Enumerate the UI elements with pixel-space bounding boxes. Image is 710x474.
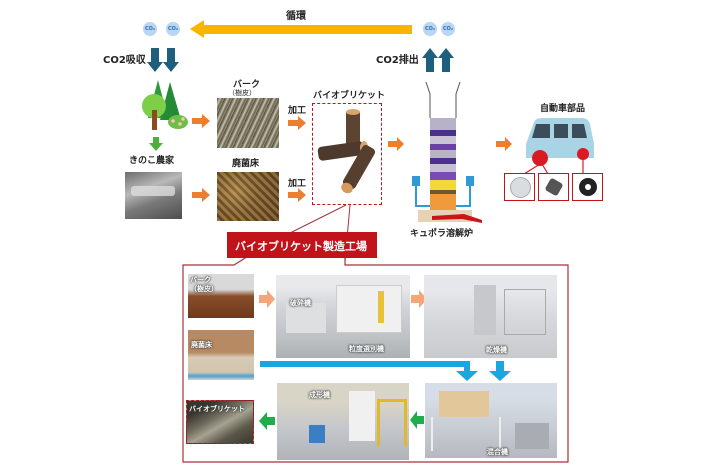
cycle-label: 循環 <box>286 11 306 22</box>
factory-bark-photo <box>188 274 254 318</box>
flow-arrow-farm-to-bed <box>192 188 210 202</box>
former-photo <box>277 383 409 460</box>
peach-arrow-1 <box>259 290 275 308</box>
part-knuckle <box>538 173 569 201</box>
dryer-photo <box>424 275 557 358</box>
tree-forest-icon <box>142 80 188 130</box>
green-flow-arrow-2 <box>259 412 275 430</box>
mushroom-farm-label: きのこ農家 <box>129 156 175 166</box>
co2-emit-arrows-icon <box>422 48 454 72</box>
co2-bubble-left-2: CO₂ <box>166 22 180 36</box>
green-down-arrow-icon <box>149 137 163 151</box>
dryer-caption: 乾燥機 <box>486 346 507 354</box>
part-brake-drum <box>572 173 603 201</box>
mixer-photo <box>425 383 557 458</box>
green-flow-arrow-1 <box>410 411 424 429</box>
flow-arrow-forest-to-bark <box>192 114 210 128</box>
co2-absorb-arrows-icon <box>147 48 179 72</box>
briquette-label: バイオブリケット <box>313 91 386 101</box>
spent-bed-photo <box>217 172 279 221</box>
car-icon <box>523 118 594 175</box>
sorter-caption: 粒度選別機 <box>349 345 384 353</box>
crusher-sorter-photo <box>276 275 410 358</box>
factory-title-banner <box>227 232 377 258</box>
factory-spent-bed-photo <box>188 330 254 380</box>
flow-arrow-bark-to-briquette <box>288 116 306 130</box>
co2-bubble-right-2: CO₂ <box>441 22 455 36</box>
cycle-arrow <box>190 20 412 38</box>
factory-spent-bed-caption: 廃菌床 <box>191 341 212 349</box>
co2-emit-label: CO2排出 <box>376 55 419 66</box>
spent-bed-label: 廃菌床 <box>232 159 260 169</box>
factory-bark-caption: バーク （樹皮） <box>190 276 218 293</box>
process-label-bark: 加工 <box>288 106 307 116</box>
bark-photo <box>217 98 279 148</box>
briquette-frame <box>312 103 382 205</box>
briquette-logs-icon <box>317 109 376 194</box>
mushroom-farm-photo <box>125 172 182 219</box>
cupola-label: キュポラ溶解炉 <box>410 229 474 239</box>
cupola-furnace-icon <box>412 81 482 223</box>
auto-parts-label: 自動車部品 <box>540 104 586 114</box>
former-caption: 成形機 <box>309 391 330 399</box>
output-briquette-caption: バイオブリケット <box>189 405 245 413</box>
process-label-bed: 加工 <box>288 179 307 189</box>
part-brake-disc <box>504 173 535 201</box>
crusher-caption: 破砕機 <box>290 299 311 307</box>
mixer-caption: 混合機 <box>487 448 508 456</box>
flow-arrow-cupola-to-parts <box>496 137 512 151</box>
blue-flow-arrow <box>260 361 511 381</box>
output-briquette-photo <box>186 400 254 444</box>
bark-sub-label: （樹皮） <box>228 89 256 97</box>
co2-absorb-label: CO2吸収 <box>103 55 146 66</box>
co2-bubble-left-1: CO₂ <box>143 22 157 36</box>
co2-bubble-right-1: CO₂ <box>423 22 437 36</box>
flow-arrow-bed-to-briquette <box>288 188 306 202</box>
peach-arrow-2 <box>411 290 427 308</box>
flow-arrow-briquette-to-cupola <box>388 137 404 151</box>
bark-label: バーク <box>233 80 261 90</box>
factory-title: バイオブリケット製造工場 <box>235 240 367 253</box>
